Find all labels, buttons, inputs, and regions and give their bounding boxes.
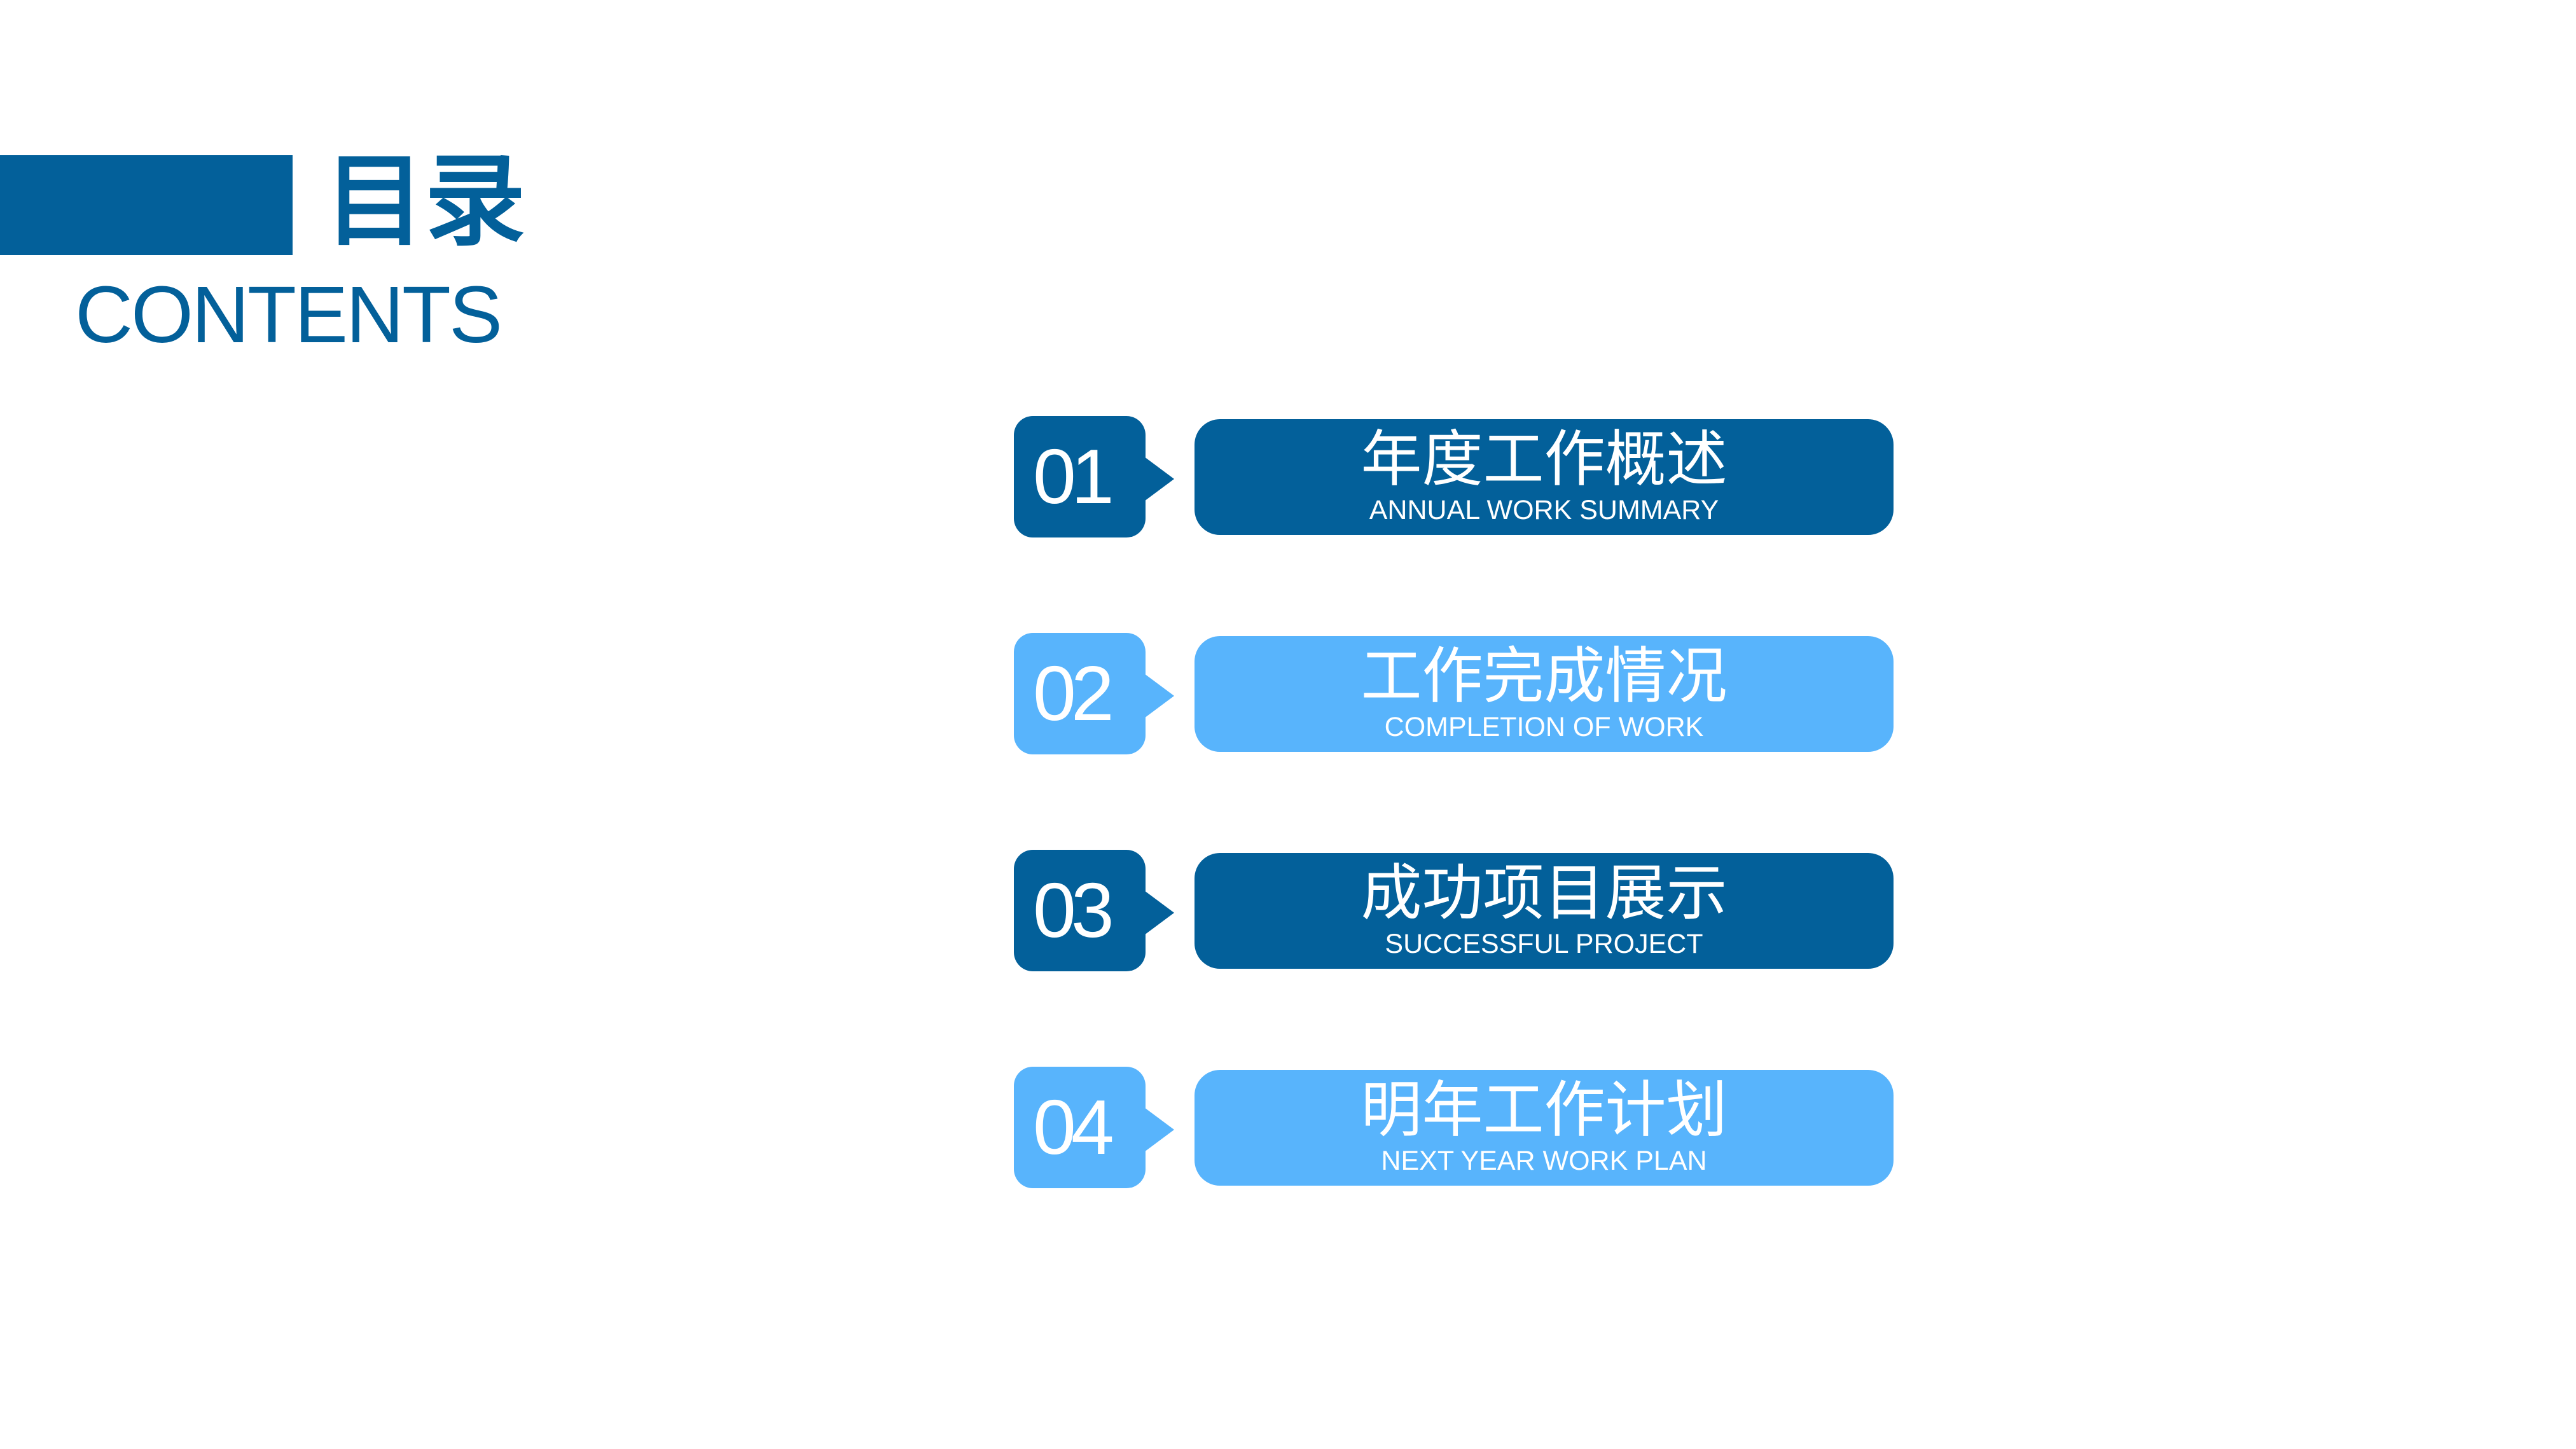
page-title: 目录 — [324, 146, 525, 258]
item-title-cn: 成功项目展示 — [1361, 859, 1728, 927]
item-number: 01 — [1033, 433, 1114, 520]
item-number: 04 — [1033, 1084, 1114, 1170]
contents-item-03[interactable]: 03 成功项目展示 SUCCESSFUL PROJECT — [1014, 850, 1894, 971]
arrow-right-icon — [1144, 1107, 1174, 1152]
item-number-badge: 02 — [1014, 633, 1146, 754]
item-title-cn: 工作完成情况 — [1361, 642, 1728, 711]
contents-item-02[interactable]: 02 工作完成情况 COMPLETION OF WORK — [1014, 633, 1894, 754]
item-title-pill[interactable]: 工作完成情况 COMPLETION OF WORK — [1195, 636, 1894, 752]
item-title-en: NEXT YEAR WORK PLAN — [1381, 1146, 1707, 1176]
item-title-pill[interactable]: 成功项目展示 SUCCESSFUL PROJECT — [1195, 853, 1894, 969]
arrow-right-icon — [1144, 674, 1174, 718]
title-accent-bar — [0, 155, 293, 255]
contents-item-01[interactable]: 01 年度工作概述 ANNUAL WORK SUMMARY — [1014, 416, 1894, 537]
contents-item-04[interactable]: 04 明年工作计划 NEXT YEAR WORK PLAN — [1014, 1067, 1894, 1188]
item-title-pill[interactable]: 明年工作计划 NEXT YEAR WORK PLAN — [1195, 1070, 1894, 1186]
item-number: 03 — [1033, 867, 1114, 953]
item-title-en: ANNUAL WORK SUMMARY — [1369, 495, 1719, 525]
page-subtitle: CONTENTS — [75, 270, 502, 359]
item-number: 02 — [1033, 650, 1114, 737]
item-title-cn: 明年工作计划 — [1361, 1076, 1728, 1144]
arrow-right-icon — [1144, 891, 1174, 935]
item-number-badge: 04 — [1014, 1067, 1146, 1188]
item-title-pill[interactable]: 年度工作概述 ANNUAL WORK SUMMARY — [1195, 419, 1894, 535]
item-number-badge: 03 — [1014, 850, 1146, 971]
item-title-en: COMPLETION OF WORK — [1384, 712, 1704, 742]
item-title-cn: 年度工作概述 — [1361, 426, 1728, 494]
item-title-en: SUCCESSFUL PROJECT — [1385, 929, 1703, 959]
arrow-right-icon — [1144, 457, 1174, 501]
item-number-badge: 01 — [1014, 416, 1146, 537]
